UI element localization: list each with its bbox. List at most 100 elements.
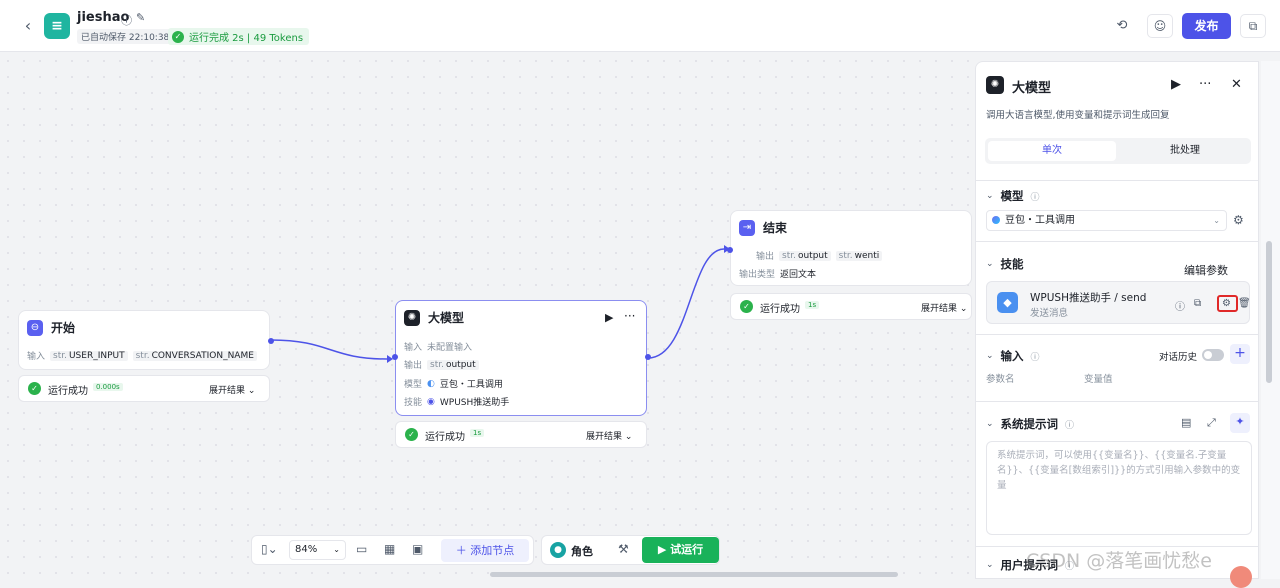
- divider: [976, 546, 1258, 547]
- divider: [976, 334, 1258, 335]
- expand-results-button[interactable]: 展开结果 ⌄: [586, 432, 633, 442]
- check-circle-icon: ✓: [740, 300, 753, 313]
- time-badge: 1s: [805, 301, 820, 309]
- edge-start-llm: [270, 339, 388, 360]
- output-port[interactable]: [645, 354, 651, 360]
- history-icon[interactable]: ⟲: [1116, 18, 1128, 33]
- skills-section-header[interactable]: ⌄技能: [986, 257, 1024, 271]
- more-icon[interactable]: ···: [1199, 77, 1212, 92]
- horizontal-scrollbar[interactable]: [490, 572, 898, 577]
- run-status-badge: ✓ 运行完成 2s | 49 Tokens: [168, 28, 310, 45]
- info-icon[interactable]: ⓘ: [121, 14, 132, 27]
- chevron-down-icon: ⌄: [986, 191, 994, 201]
- tab-batch[interactable]: 批处理: [1170, 145, 1200, 156]
- watermark: CSDN @落笔画忧愁e: [1026, 550, 1212, 572]
- expand-results-button[interactable]: 展开结果 ⌄: [921, 304, 968, 314]
- chevron-down-icon: ⌄: [1213, 216, 1220, 225]
- input-port[interactable]: [392, 354, 398, 360]
- time-badge: 1s: [470, 429, 485, 437]
- param-name-label: 参数名: [986, 374, 1015, 385]
- end-run-status: ✓ 运行成功 1s 展开结果 ⌄: [730, 293, 972, 320]
- run-toolbar: ● 角色 ⚒ ▶ 试运行: [541, 535, 720, 565]
- input-label: 输入: [27, 352, 46, 362]
- llm-run-status: ✓ 运行成功 1s 展开结果 ⌄: [395, 421, 647, 448]
- expand-icon[interactable]: ⤢: [1207, 416, 1216, 429]
- output-port[interactable]: [268, 338, 274, 344]
- doubao-icon: [992, 216, 1000, 224]
- publish-button[interactable]: 发布: [1182, 13, 1231, 39]
- more-icon[interactable]: ···: [624, 309, 636, 323]
- play-icon[interactable]: ▶: [1171, 77, 1181, 92]
- wrench-icon[interactable]: ⚒: [618, 542, 629, 556]
- help-icon: ⓘ: [1030, 352, 1040, 363]
- edit-icon[interactable]: ✎: [136, 11, 146, 24]
- role-button[interactable]: 角色: [571, 545, 593, 558]
- plugin-icon: ◉: [427, 396, 435, 407]
- output-tag: str.output: [427, 359, 479, 370]
- panel-description: 调用大语言模型,使用变量和提示词生成回复: [986, 110, 1170, 121]
- settings-icon[interactable]: ⚙: [1233, 213, 1244, 227]
- check-circle-icon: ✓: [28, 382, 41, 395]
- run-status-text: 运行完成 2s | 49 Tokens: [189, 33, 304, 44]
- history-toggle[interactable]: [1202, 349, 1224, 361]
- scroll-thumb[interactable]: [1266, 241, 1272, 383]
- ai-optimize-button[interactable]: ✦: [1230, 413, 1250, 433]
- help-icon: ⓘ: [1030, 192, 1040, 203]
- chevron-left-icon[interactable]: ‹: [24, 16, 32, 35]
- close-icon[interactable]: ✕: [1231, 77, 1242, 92]
- start-icon: ⊖: [27, 319, 43, 336]
- copy-workflow-button[interactable]: ⧉: [1240, 14, 1266, 38]
- copy-icon: ⧉: [1248, 19, 1258, 33]
- mouse-icon[interactable]: ▯⌄: [261, 542, 278, 556]
- tab-single[interactable]: 单次: [988, 141, 1116, 161]
- top-bar: ‹ ≡ jieshao ⓘ ✎ 已自动保存 22:10:38 ✓ 运行完成 2s…: [0, 0, 1280, 52]
- skill-item[interactable]: ◆ WPUSH推送助手 / send 发送消息 ⓘ ⧉ ⚙ 🗑: [986, 281, 1251, 324]
- info-icon[interactable]: ⓘ: [1175, 302, 1185, 313]
- trial-run-button[interactable]: ▶ 试运行: [642, 537, 719, 563]
- canvas-toolbar: ▯⌄ 84%⌄ ▭ ▦ ▣ ＋ 添加节点: [251, 535, 534, 565]
- input-tag: str.CONVERSATION_NAME: [132, 350, 257, 361]
- play-icon[interactable]: ▶: [605, 311, 614, 324]
- copy-icon[interactable]: ⧉: [1194, 298, 1202, 309]
- input-port[interactable]: [727, 247, 733, 253]
- output-type-label: 输出类型: [739, 270, 776, 280]
- trash-icon[interactable]: 🗑: [1238, 298, 1251, 309]
- workflow-canvas[interactable]: ⊖开始 输入 str.USER_INPUT str.CONVERSATION_N…: [0, 53, 975, 579]
- end-node-title: 结束: [763, 221, 788, 235]
- status-text: 运行成功: [425, 432, 465, 443]
- add-node-button[interactable]: ＋ 添加节点: [441, 539, 529, 562]
- param-value-label: 变量值: [1084, 374, 1113, 385]
- chevron-down-icon: ⌄: [986, 419, 994, 429]
- panel-title: 大模型: [1012, 81, 1052, 96]
- system-prompt-input[interactable]: 系统提示词，可以使用{{变量名}}、{{变量名.子变量名}}、{{变量名[数组索…: [986, 441, 1252, 535]
- model-select[interactable]: 豆包・工具调用 ⌄: [986, 210, 1227, 231]
- layout-icon[interactable]: ▦: [384, 542, 396, 556]
- gear-icon[interactable]: ⚙: [1222, 298, 1231, 309]
- chevron-down-icon: ⌄: [986, 560, 994, 570]
- comment-icon[interactable]: ▭: [356, 542, 368, 556]
- model-select-value: 豆包・工具调用: [1005, 215, 1075, 226]
- zoom-value: 84%: [295, 544, 318, 555]
- input-tag: str.USER_INPUT: [50, 350, 128, 361]
- zoom-select[interactable]: 84%⌄: [289, 540, 346, 560]
- minimap-icon[interactable]: ▣: [412, 542, 424, 556]
- node-config-panel: ✺ 大模型 ▶ ··· ✕ 调用大语言模型,使用变量和提示词生成回复 单次 批处…: [975, 61, 1259, 579]
- start-node[interactable]: ⊖开始 输入 str.USER_INPUT str.CONVERSATION_N…: [18, 310, 274, 370]
- template-icon[interactable]: ▤: [1181, 416, 1192, 429]
- doubao-icon: ◐: [427, 378, 435, 389]
- end-node[interactable]: ⇥结束 输出 str.output str.wenti 输出类型返回文本: [727, 210, 972, 286]
- autosave-status: 已自动保存 22:10:38: [77, 29, 174, 44]
- end-icon: ⇥: [739, 219, 755, 236]
- add-input-button[interactable]: +: [1230, 344, 1250, 364]
- vertical-scrollbar[interactable]: [1261, 61, 1280, 579]
- collaborators-button[interactable]: ☺: [1147, 14, 1173, 38]
- chevron-down-icon: ⌄: [986, 351, 994, 361]
- llm-node-title: 大模型: [428, 311, 465, 325]
- role-avatar: ●: [550, 542, 566, 558]
- expand-results-button[interactable]: 展开结果 ⌄: [209, 386, 256, 396]
